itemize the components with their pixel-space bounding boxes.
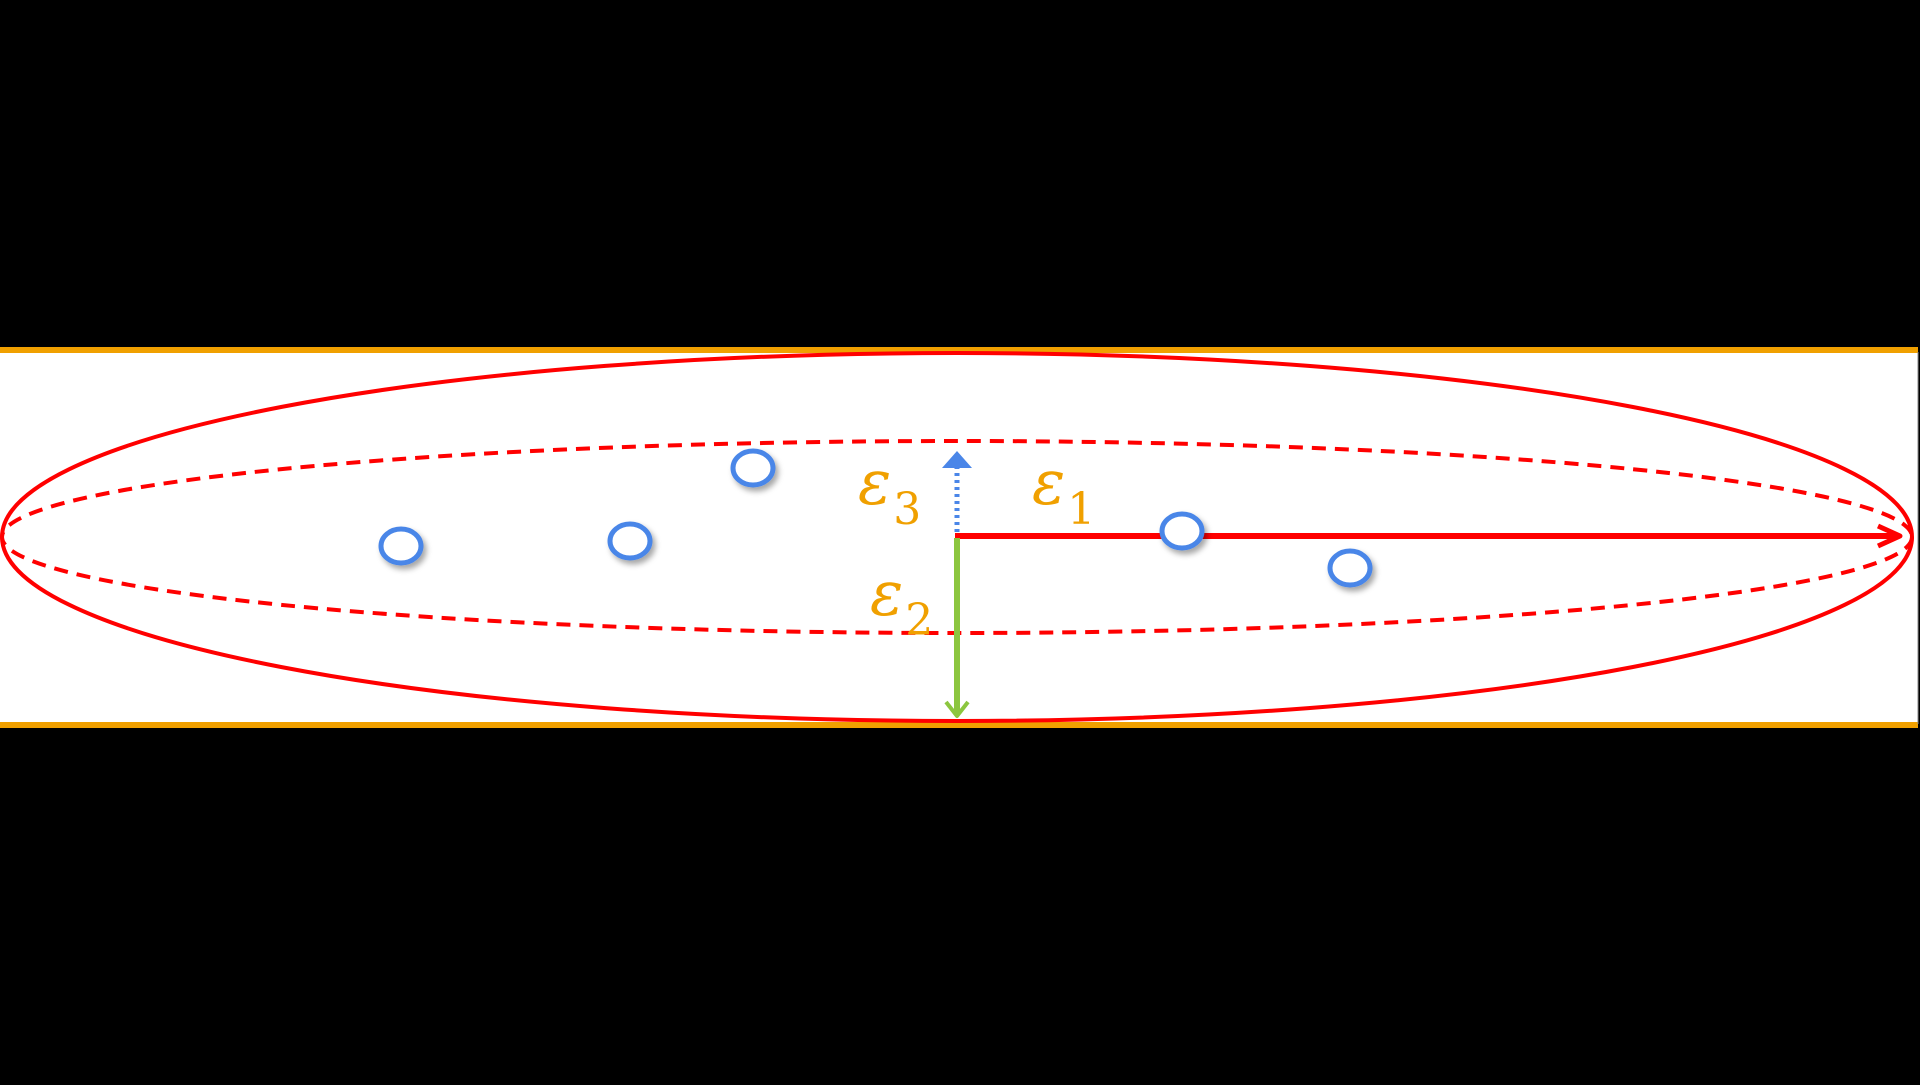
epsilon-3-label: ε3 bbox=[858, 452, 921, 532]
epsilon-1-symbol: ε bbox=[1032, 446, 1066, 519]
epsilon-3-subscript: 3 bbox=[893, 483, 922, 535]
point-3 bbox=[730, 448, 776, 488]
epsilon-2-subscript: 2 bbox=[905, 594, 934, 646]
point-4 bbox=[1159, 511, 1205, 551]
epsilon-2-label: ε2 bbox=[870, 563, 933, 643]
epsilon-3-arrowhead bbox=[942, 451, 972, 468]
point-5 bbox=[1327, 548, 1373, 588]
data-points bbox=[378, 448, 1373, 588]
epsilon-3-symbol: ε bbox=[858, 446, 892, 519]
point-2 bbox=[607, 521, 653, 561]
epsilon-1-arrowhead bbox=[1876, 523, 1903, 549]
epsilon-1-subscript: 1 bbox=[1067, 483, 1096, 535]
epsilon-2-arrowhead bbox=[944, 700, 970, 718]
epsilon-2-symbol: ε bbox=[870, 557, 904, 630]
point-1 bbox=[378, 526, 424, 566]
epsilon-1-label: ε1 bbox=[1032, 452, 1095, 532]
